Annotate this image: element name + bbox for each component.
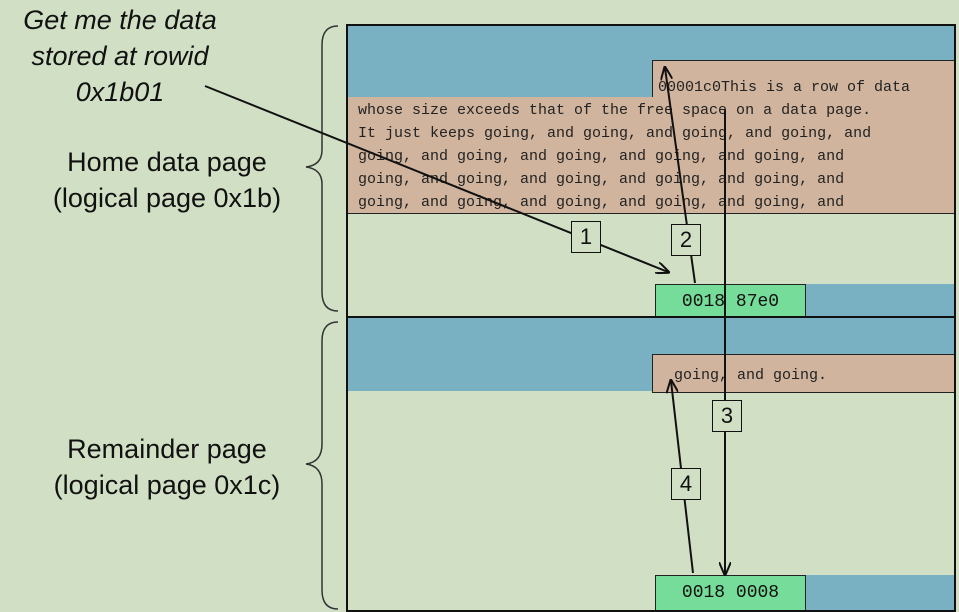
home-row-data-top (652, 60, 954, 98)
question-line-1: Get me the data (23, 5, 217, 35)
home-row-line-2: It just keeps going, and going, and goin… (358, 125, 872, 142)
question-line-2: stored at rowid (31, 41, 209, 71)
remainder-row-data (652, 354, 954, 393)
home-row-line-5: going, and going, and going, and going, … (358, 194, 845, 211)
step-3-label: 3 (712, 400, 742, 432)
home-row-header-text: 00001c0This is a row of data (658, 79, 911, 96)
home-row-line-4: going, and going, and going, and going, … (358, 171, 845, 188)
home-row-data-body (348, 97, 954, 214)
step-4-label: 4 (671, 468, 701, 500)
home-slot-entry: 0018 87e0 (655, 284, 806, 317)
home-row-line-1: whose size exceeds that of the free spac… (358, 102, 872, 119)
home-page-label: Home data page (logical page 0x1b) (36, 144, 298, 216)
remainder-row-text: going, and going. (674, 367, 828, 384)
remainder-page-label-line-1: Remainder page (67, 434, 267, 464)
remainder-page: going, and going. 0018 0008 (346, 316, 956, 612)
remainder-slot-entry: 0018 0008 (655, 575, 806, 610)
home-page-footer-band (804, 284, 954, 317)
question-text: Get me the data stored at rowid 0x1b01 (0, 2, 240, 110)
step-1-label: 1 (571, 221, 601, 253)
home-data-page: 00001c0This is a row of data whose size … (346, 24, 956, 319)
remainder-page-label-line-2: (logical page 0x1c) (53, 470, 281, 500)
remainder-page-label: Remainder page (logical page 0x1c) (36, 431, 298, 503)
remainder-page-footer-band (804, 575, 954, 610)
home-page-label-line-1: Home data page (67, 147, 267, 177)
home-page-label-line-2: (logical page 0x1b) (52, 183, 282, 213)
step-2-label: 2 (671, 224, 701, 256)
question-line-3: 0x1b01 (75, 77, 165, 107)
home-page-brace (305, 25, 339, 312)
home-row-line-3: going, and going, and going, and going, … (358, 148, 845, 165)
remainder-page-brace (305, 321, 339, 610)
